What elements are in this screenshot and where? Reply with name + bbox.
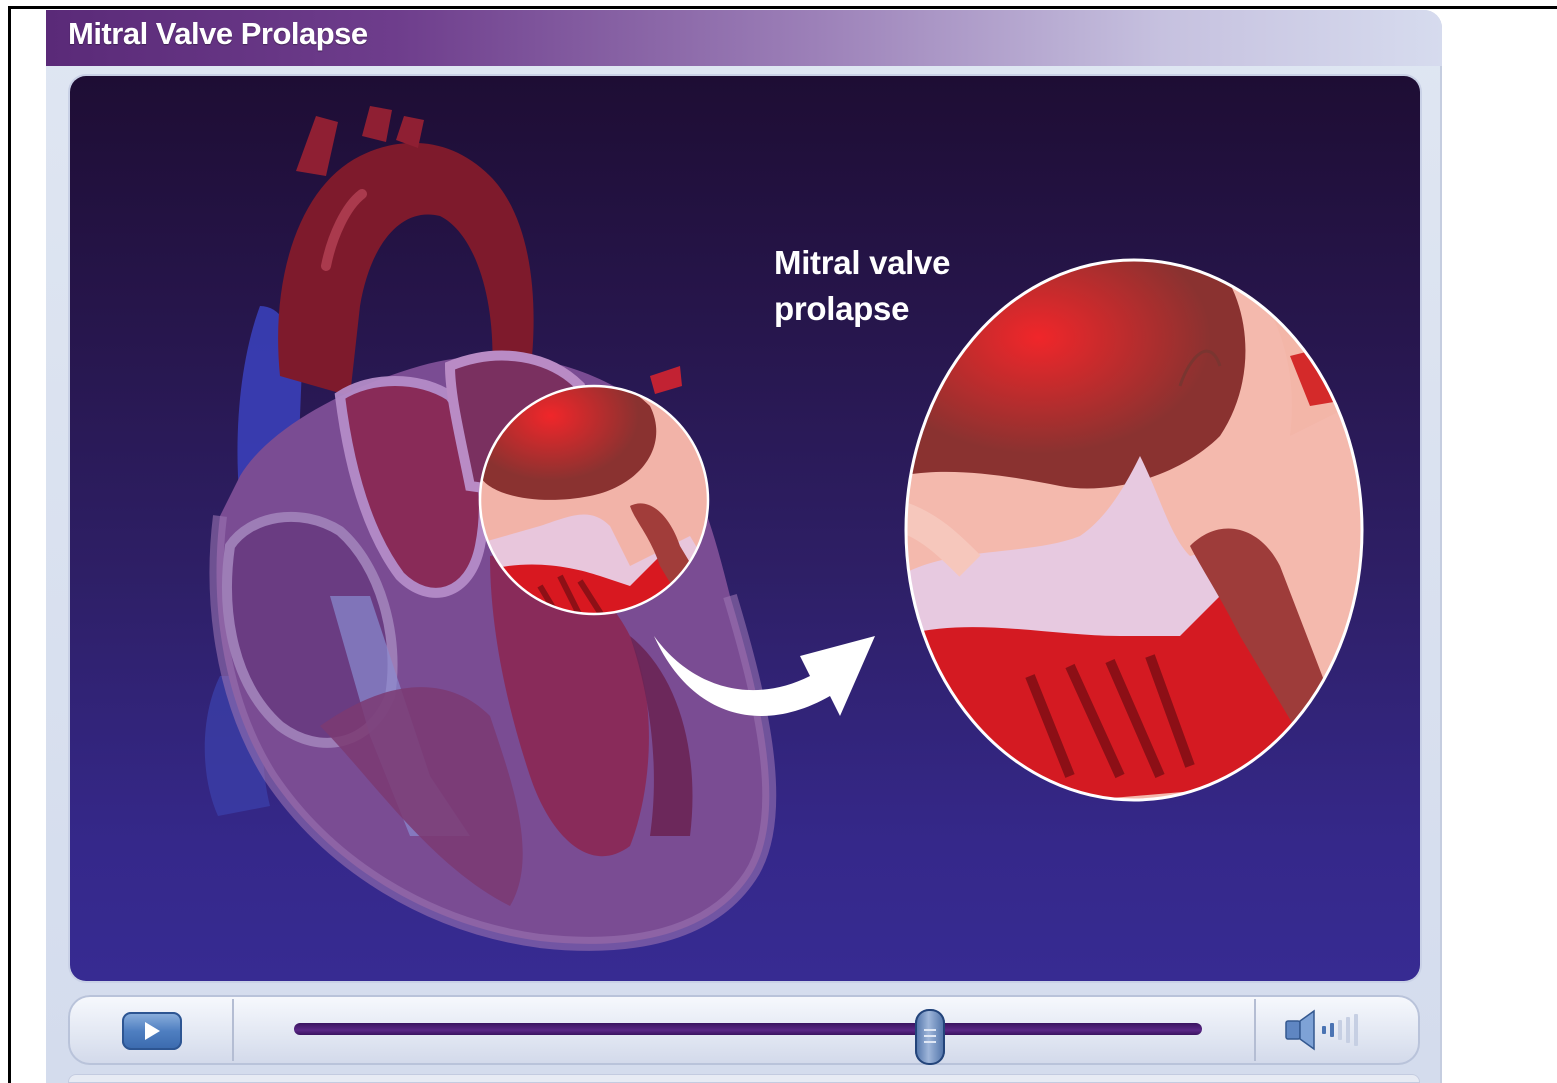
heart-illustration — [70, 76, 1420, 981]
video-stage[interactable]: Mitral valve prolapse — [70, 76, 1420, 981]
player-title: Mitral Valve Prolapse — [68, 16, 368, 52]
title-bar: Mitral Valve Prolapse — [46, 10, 1442, 66]
controls-divider-right — [1254, 999, 1256, 1061]
callout-label: Mitral valve prolapse — [774, 240, 950, 332]
progress-thumb[interactable] — [915, 1009, 945, 1065]
callout-line-2: prolapse — [774, 286, 950, 332]
bottom-panel-edge — [68, 1074, 1420, 1083]
playback-controls — [68, 995, 1420, 1065]
window-frame-top — [8, 6, 1557, 9]
volume-button[interactable] — [1284, 1008, 1384, 1052]
media-player: Mitral Valve Prolapse — [46, 10, 1442, 1083]
play-icon — [145, 1022, 160, 1040]
play-button[interactable] — [122, 1012, 182, 1050]
callout-line-1: Mitral valve — [774, 240, 950, 286]
controls-divider-left — [232, 999, 234, 1061]
progress-track[interactable] — [294, 1023, 1202, 1035]
window-frame-left — [8, 6, 11, 1083]
speaker-icon — [1284, 1008, 1384, 1052]
